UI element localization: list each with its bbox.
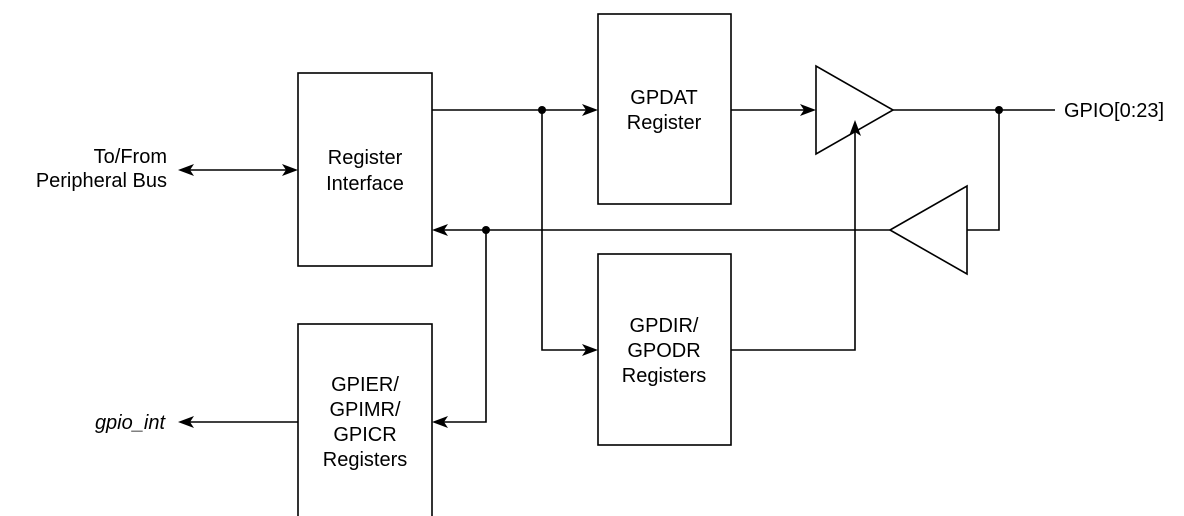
gpdir-label-line3: Registers (622, 365, 706, 387)
arrowhead-to-register-interface (432, 224, 448, 236)
wire-branch-to-gpier (444, 230, 487, 423)
gpier-gpimr-gpicr-registers-block: GPIER/ GPIMR/ GPICR Registers (297, 323, 433, 516)
wire-branch-to-gpdir (541, 110, 586, 351)
junction-dot-gpio (995, 106, 1003, 114)
peripheral-bus-label-line2: Peripheral Bus (36, 170, 167, 192)
gpier-label-line4: Registers (323, 449, 407, 471)
wire-gpdir-to-buffer-enable (731, 132, 856, 351)
arrowhead-to-gpier (432, 416, 448, 428)
wire-gpio-feedback (967, 110, 1000, 231)
gpdir-label-line1: GPDIR/ (630, 315, 699, 337)
arrowhead-to-gpdat (582, 104, 598, 116)
register-interface-label-line1: Register (328, 147, 403, 169)
gpdat-label-line2: Register (627, 112, 702, 134)
arrowhead-to-buffer-enable (849, 120, 861, 136)
register-interface-label-line2: Interface (326, 173, 404, 195)
gpio-pins-label: GPIO[0:23] (1064, 100, 1164, 122)
gpier-label-line2: GPIMR/ (329, 399, 401, 421)
arrowhead-to-gpdir (582, 344, 598, 356)
peripheral-bus-label-line1: To/From (94, 146, 167, 168)
gpdir-label-line2: GPODR (627, 340, 700, 362)
arrowhead-bus-right (282, 164, 298, 176)
gpier-label-line3: GPICR (333, 424, 396, 446)
input-buffer-triangle (888, 184, 968, 276)
gpdat-register-block: GPDAT Register (597, 13, 732, 205)
gpdir-gpodr-registers-block: GPDIR/ GPODR Registers (597, 253, 732, 446)
junction-dot-top (538, 106, 546, 114)
junction-dot-bottom (482, 226, 490, 234)
arrowhead-bus-left (178, 164, 194, 176)
arrowhead-gpio-int (178, 416, 194, 428)
gpdat-label-line1: GPDAT (630, 87, 697, 109)
arrowhead-to-output-buffer (800, 104, 816, 116)
gpier-label-line1: GPIER/ (331, 374, 399, 396)
gpio-int-label: gpio_int (95, 412, 167, 434)
register-interface-block: Register Interface (297, 72, 433, 267)
